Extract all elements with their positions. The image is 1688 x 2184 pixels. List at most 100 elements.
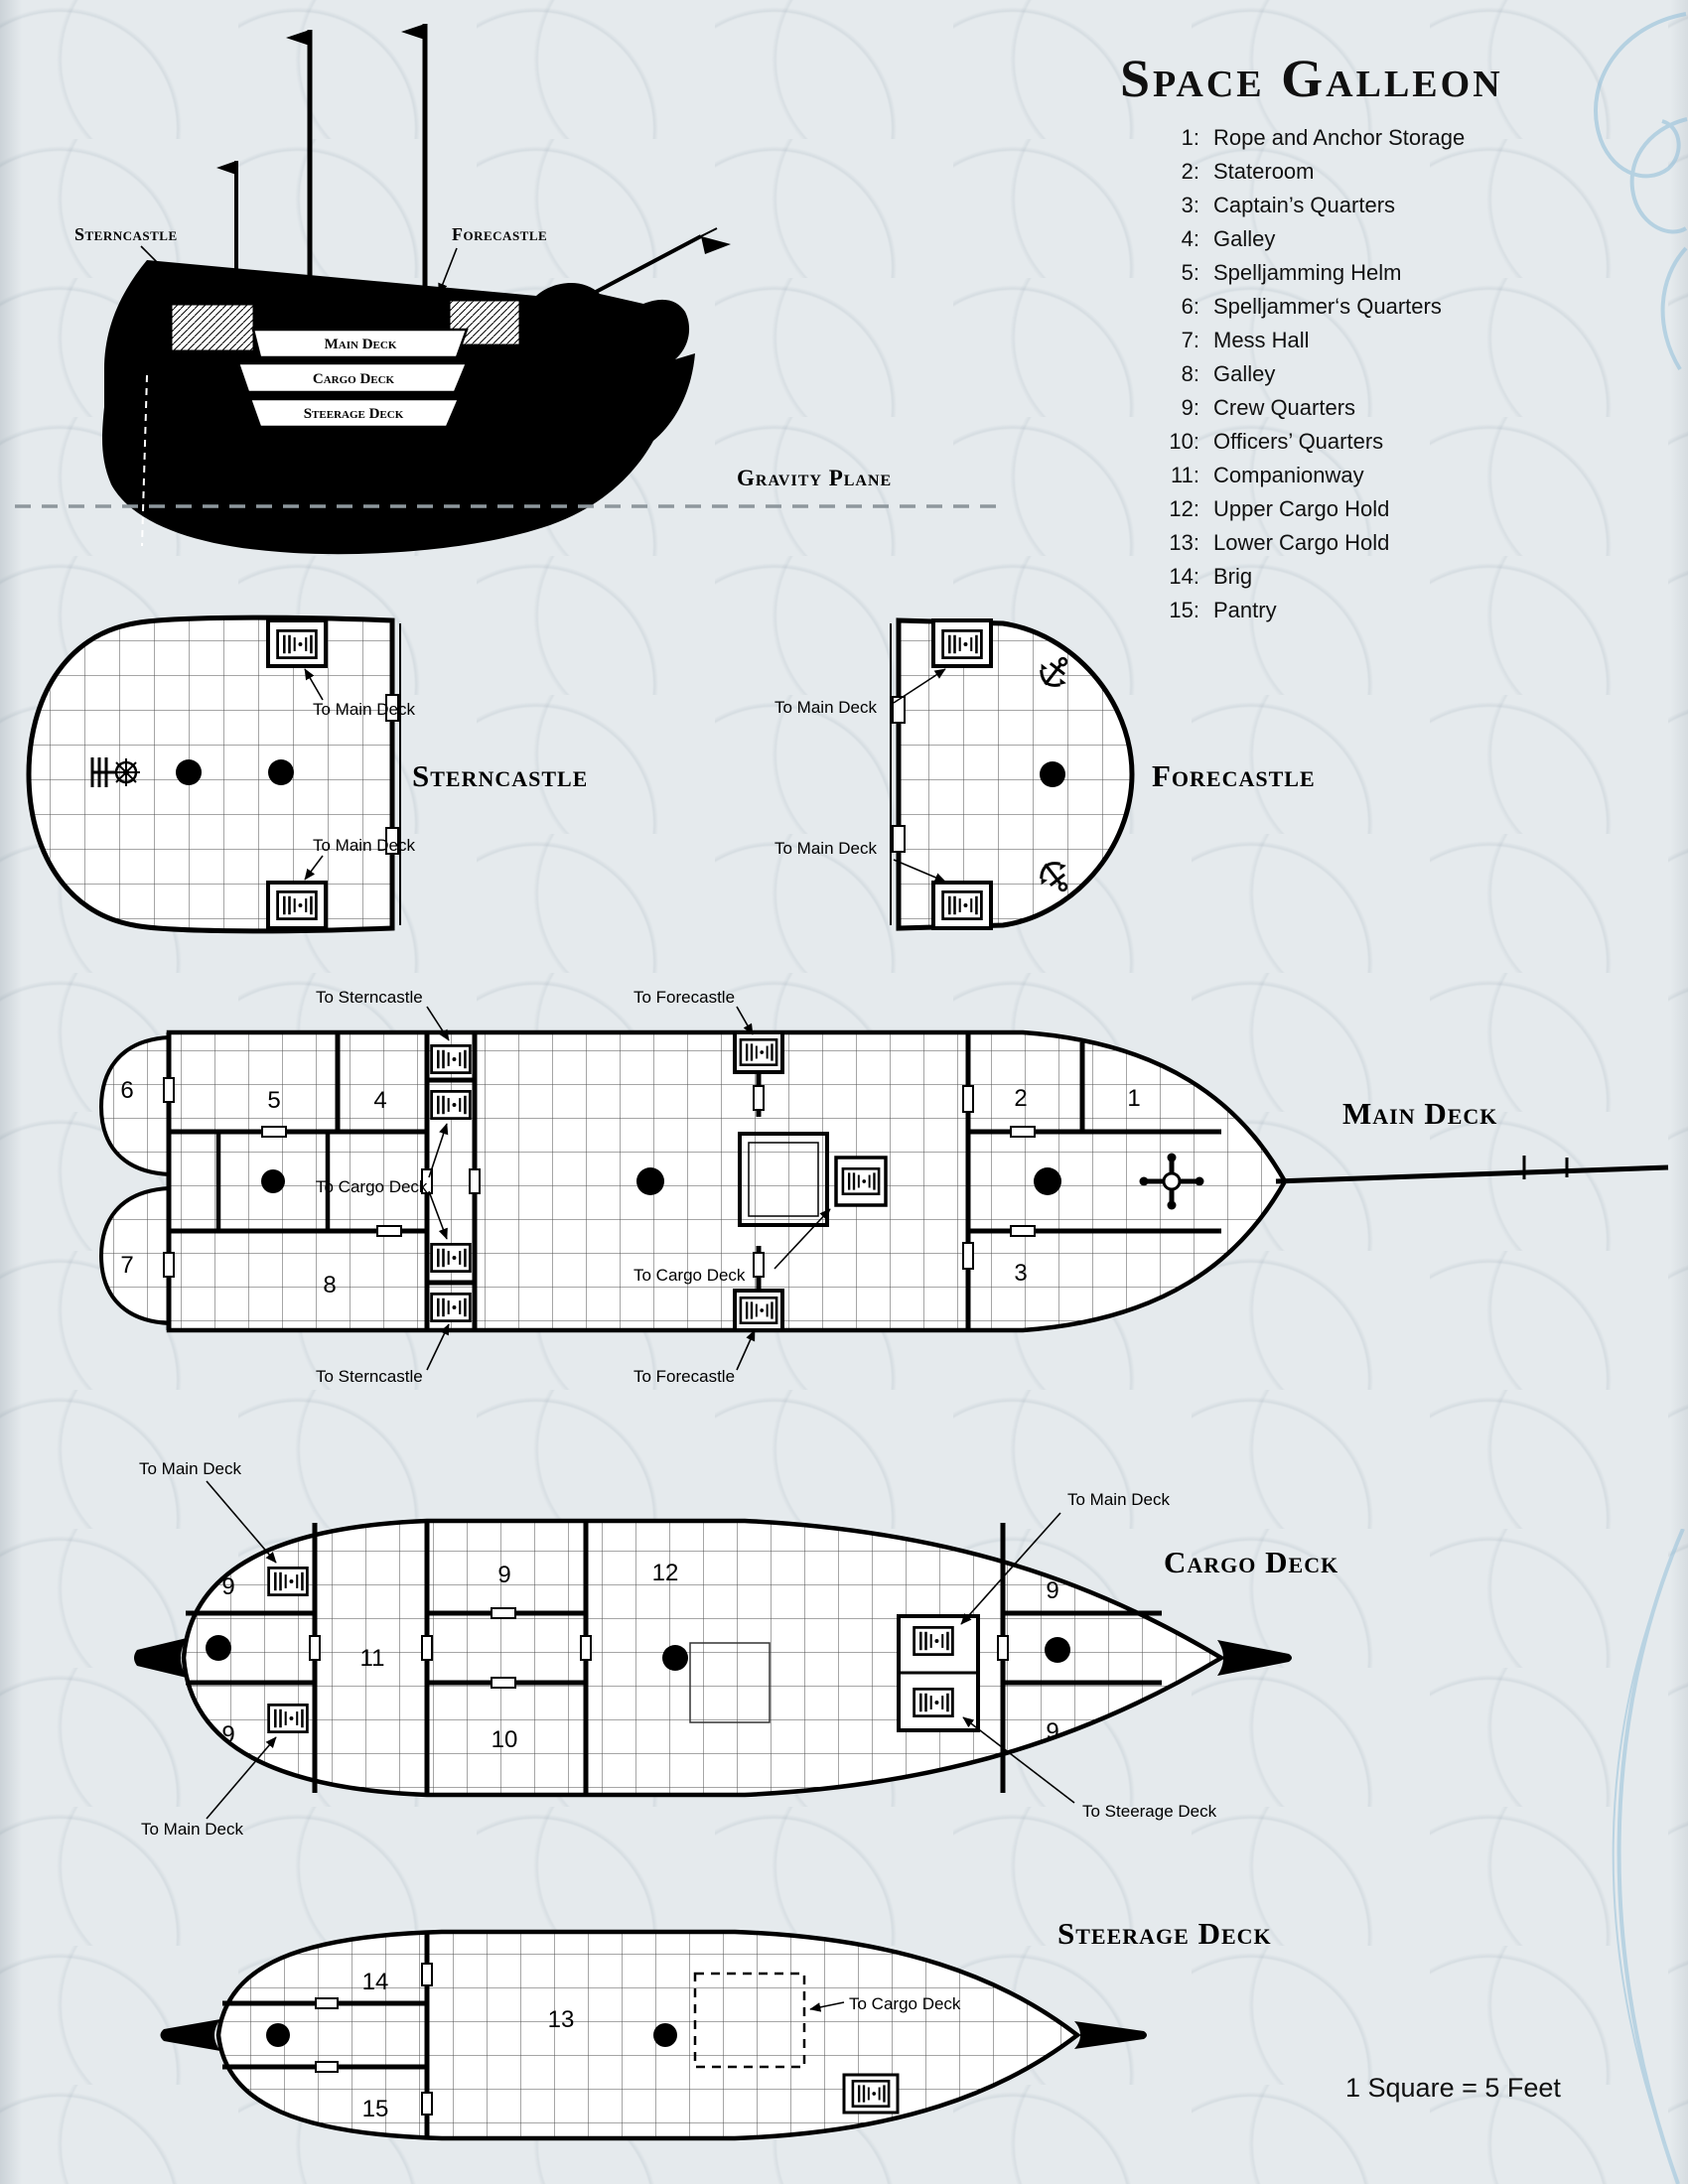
stairs-icon [276, 890, 318, 920]
mast-icon [1034, 1167, 1061, 1195]
door [163, 1252, 175, 1278]
door [421, 1168, 433, 1194]
cargo-to-main-deck-top-right-label: To Main Deck [1067, 1490, 1170, 1509]
anchor-icon [1040, 656, 1068, 687]
stairs-icon [267, 1567, 309, 1596]
open-hatch-outline [693, 1972, 806, 2069]
legend-row: 9:Crew Quarters [1152, 391, 1465, 425]
door [962, 1085, 974, 1113]
steerage-deck-title: Steerage Deck [1057, 1916, 1272, 1951]
decorative-swirl-top-right [1594, 12, 1688, 371]
room-number-9: 9 [497, 1562, 510, 1588]
legend-number: 10: [1169, 429, 1199, 454]
masts [216, 24, 428, 304]
bow-spike [1217, 1640, 1292, 1676]
door [997, 1635, 1009, 1661]
stairs-icon [430, 1243, 472, 1273]
side-cargo-deck-label: Cargo Deck [313, 371, 395, 387]
legend-text: Officers’ Quarters [1213, 429, 1384, 454]
stairs-icon [739, 1038, 778, 1066]
pointer-arrow [206, 1480, 277, 1564]
legend-row: 2:Stateroom [1152, 155, 1465, 189]
legend-number: 6: [1181, 294, 1199, 319]
stairs-icon [841, 1167, 881, 1195]
legend-row: 10: Officers’ Quarters [1152, 425, 1465, 459]
helm-wheel-icon [90, 757, 140, 787]
legend-number: 5: [1181, 260, 1199, 285]
legend-text: Mess Hall [1213, 328, 1310, 352]
door [309, 1635, 321, 1661]
pointer-arrow [893, 668, 946, 704]
side-sterncastle-label: Sterncastle [74, 224, 178, 244]
cargo-to-main-deck-bottom-left-label: To Main Deck [141, 1820, 243, 1839]
legend-row: 3: Captain’s Quarters [1152, 189, 1465, 222]
door [892, 825, 906, 853]
legend-text: Galley [1213, 361, 1276, 386]
legend-number: 11: [1171, 463, 1199, 487]
legend-text: Rope and Anchor Storage [1213, 125, 1466, 150]
room-number-13: 13 [548, 2006, 575, 2033]
door [315, 1997, 339, 2009]
side-steerage-deck-label: Steerage Deck [304, 406, 404, 422]
to-forecastle-bottom-label: To Forecastle [633, 1367, 735, 1386]
to-cargo-deck-center-label: To Cargo Deck [633, 1266, 746, 1285]
stairs-icon [941, 629, 983, 659]
cargo-to-main-deck-top-left-label: To Main Deck [139, 1459, 241, 1478]
legend-text: Stateroom [1213, 159, 1315, 184]
pointer-arrow [426, 1006, 450, 1041]
legend-text: Brig [1213, 564, 1253, 589]
room-number-11: 11 [360, 1645, 385, 1672]
pointer-arrow [428, 1123, 449, 1178]
legend-number: 9: [1181, 395, 1199, 420]
mast-icon [653, 2023, 677, 2047]
stern-gallery [98, 1034, 171, 1177]
legend-row: 6: Spelljammer‘s Quarters [1152, 290, 1465, 324]
mast-icon [206, 1635, 231, 1661]
stairs-icon [941, 890, 983, 920]
room-number-4: 4 [373, 1087, 386, 1114]
scale-note: 1 Square = 5 Feet [1345, 2073, 1561, 2103]
to-sterncastle-bottom-label: To Sterncastle [316, 1367, 423, 1386]
decorative-swirl-bottom-right [1612, 1529, 1685, 2184]
steerage-deck-plan: 14 13 15 To Cargo Deck Steerage Deck [160, 1916, 1272, 2141]
legend-row: 14: Brig [1152, 560, 1465, 594]
room-number-14: 14 [362, 1969, 389, 1995]
legend-row: 11: Companionway [1152, 459, 1465, 492]
bowsprit [1275, 1156, 1669, 1184]
mast-icon [268, 759, 294, 785]
legend-number: 14: [1169, 564, 1199, 589]
door [469, 1168, 481, 1194]
to-forecastle-top-label: To Forecastle [633, 988, 735, 1007]
legend-text: Lower Cargo Hold [1213, 530, 1390, 555]
cargo-deck-title: Cargo Deck [1164, 1545, 1338, 1579]
deck-structures [141, 298, 522, 547]
spelljamming-helm-icon [261, 1169, 285, 1193]
door [421, 2092, 433, 2116]
door [580, 1635, 592, 1661]
legend-number: 7: [1181, 328, 1199, 352]
room-number-8: 8 [323, 1272, 336, 1298]
legend-row: 7: Mess Hall [1152, 324, 1465, 357]
stairs-icon [913, 1626, 954, 1656]
room-number-5: 5 [267, 1087, 280, 1114]
forecastle-title: Forecastle [1152, 758, 1316, 793]
to-cargo-deck-left-label: To Cargo Deck [316, 1177, 428, 1196]
stairs-icon [430, 1293, 472, 1322]
room-number-15: 15 [362, 2096, 389, 2122]
stairs-icon [913, 1688, 954, 1717]
pointer-arrow [736, 1006, 754, 1035]
door [1010, 1225, 1036, 1237]
anchor-icon [1040, 862, 1068, 892]
legend-text: Companionway [1213, 463, 1364, 487]
legend-text: Spelljammer‘s Quarters [1213, 294, 1442, 319]
room-number-9: 9 [221, 1721, 234, 1748]
legend-text: Captain’s Quarters [1213, 193, 1396, 217]
pointer-arrow [960, 1512, 1061, 1625]
page-title: Space Galleon [1120, 49, 1503, 108]
pointer-arrow [426, 1323, 450, 1371]
sterncastle-to-main-deck-bottom-label: To Main Deck [313, 836, 415, 855]
room-number-12: 12 [652, 1560, 679, 1586]
bowsprit [580, 227, 731, 302]
legend-number: 3: [1181, 193, 1199, 217]
